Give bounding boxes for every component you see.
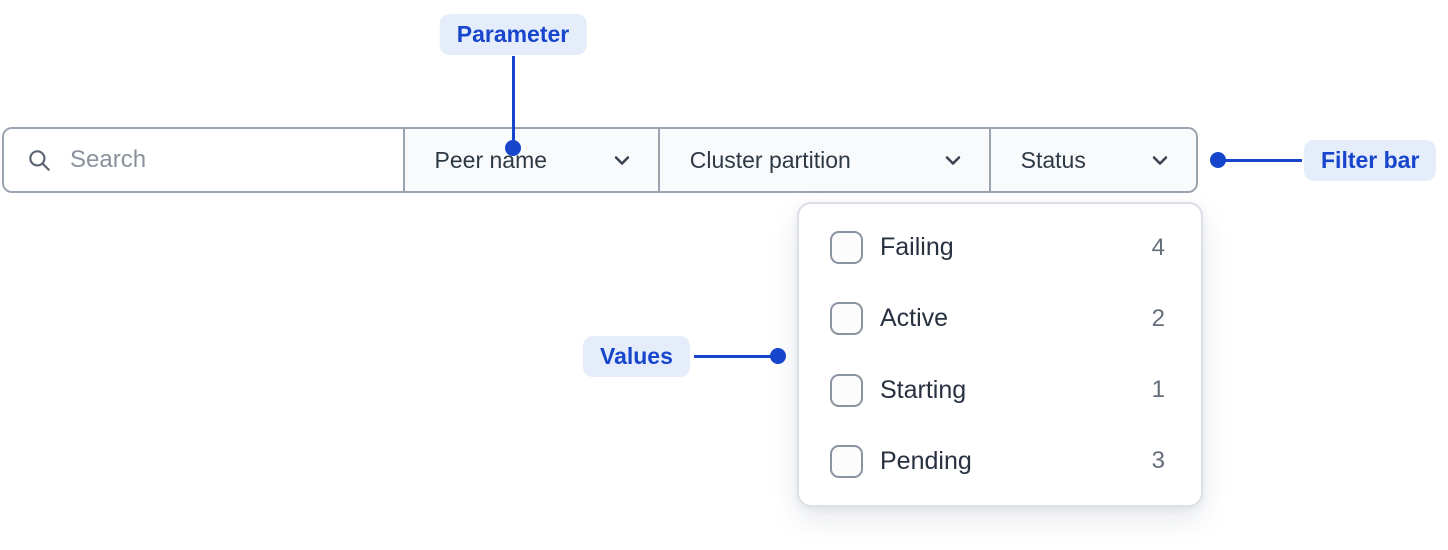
status-filter-dropdown-panel: Failing 4 Active 2 Starting 1 Pending 3	[797, 202, 1203, 507]
search-input[interactable]	[68, 145, 389, 175]
annotation-parameter-connector-line	[512, 56, 515, 141]
status-option-count: 1	[1151, 376, 1165, 404]
annotation-parameter-connector-dot	[505, 140, 521, 156]
checkbox-active[interactable]	[830, 302, 863, 336]
filter-dropdown-cluster-partition[interactable]: Cluster partition	[657, 129, 989, 191]
filter-dropdown-peer-name-label: Peer name	[434, 146, 548, 173]
annotation-filter-bar-label: Filter bar	[1304, 140, 1437, 182]
annotation-values-connector-dot	[770, 348, 786, 364]
status-option-starting[interactable]: Starting 1	[799, 355, 1201, 426]
status-option-label: Failing	[880, 233, 954, 262]
status-option-label: Starting	[880, 375, 967, 404]
search-icon	[26, 147, 52, 173]
checkbox-starting[interactable]	[830, 373, 863, 407]
status-option-failing[interactable]: Failing 4	[799, 212, 1201, 283]
annotation-values-connector-line	[694, 355, 774, 358]
checkbox-failing[interactable]	[830, 231, 863, 265]
filter-dropdown-status[interactable]: Status	[988, 129, 1196, 191]
checkbox-pending[interactable]	[830, 444, 863, 478]
chevron-down-icon	[941, 148, 965, 172]
annotation-filter-bar-connector-line	[1218, 159, 1302, 162]
filter-dropdown-peer-name[interactable]: Peer name	[402, 129, 658, 191]
status-option-label: Pending	[880, 446, 972, 475]
search-section	[4, 129, 403, 191]
status-option-count: 3	[1151, 447, 1165, 475]
filter-bar: Peer name Cluster partition Status	[2, 127, 1198, 193]
annotation-parameter-label: Parameter	[439, 14, 587, 56]
chevron-down-icon	[1148, 148, 1172, 172]
chevron-down-icon	[610, 148, 634, 172]
status-option-active[interactable]: Active 2	[799, 283, 1201, 354]
status-option-pending[interactable]: Pending 3	[799, 426, 1201, 497]
status-option-count: 2	[1151, 304, 1165, 332]
status-option-label: Active	[880, 304, 949, 333]
filter-dropdown-status-label: Status	[1020, 146, 1086, 173]
status-option-count: 4	[1151, 233, 1165, 261]
filter-dropdown-cluster-partition-label: Cluster partition	[689, 146, 851, 173]
annotation-values-label: Values	[583, 336, 690, 378]
